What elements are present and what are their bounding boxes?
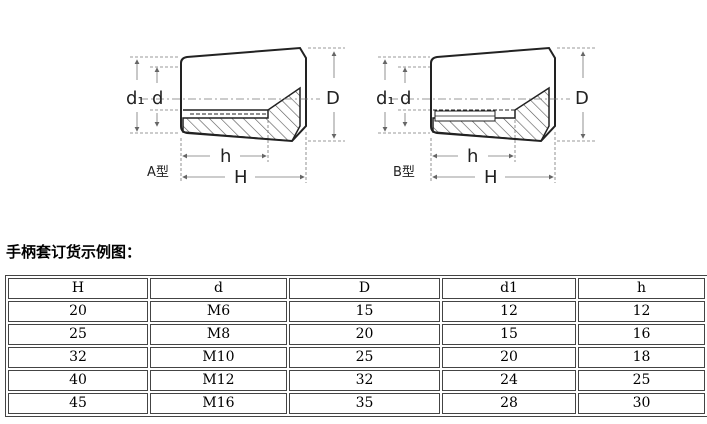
cell-d1: 15 — [442, 324, 576, 345]
table-header-row: H d D d1 h — [8, 278, 705, 299]
type-b-label-d1: d₁ — [376, 88, 395, 109]
type-a-label: A型 — [147, 165, 169, 180]
cell-D: 15 — [289, 301, 440, 322]
cell-H: 25 — [8, 324, 148, 345]
cell-d: M8 — [150, 324, 287, 345]
cell-h: 30 — [578, 393, 705, 414]
type-b-drawing: d₁ d D h H B型 — [376, 46, 595, 188]
header-H: H — [8, 278, 148, 299]
header-d: d — [150, 278, 287, 299]
cell-h: 18 — [578, 347, 705, 368]
table-row: 32 M10 25 20 18 — [8, 347, 705, 368]
table-row: 20 M6 15 12 12 — [8, 301, 705, 322]
cell-H: 20 — [8, 301, 148, 322]
type-a-outline — [180, 46, 307, 143]
type-b-label-H: H — [484, 167, 498, 188]
type-b-label: B型 — [393, 165, 415, 180]
type-b-label-h: h — [467, 146, 478, 167]
type-a-drawing: d₁ d D h H A型 — [126, 46, 345, 188]
cell-D: 20 — [289, 324, 440, 345]
header-D: D — [289, 278, 440, 299]
cell-d: M12 — [150, 370, 287, 391]
table-row: 45 M16 35 28 30 — [8, 393, 705, 414]
cell-d1: 28 — [442, 393, 576, 414]
cell-d1: 12 — [442, 301, 576, 322]
handle-sleeve-diagram: d₁ d D h H A型 — [126, 46, 595, 188]
type-a-label-d: d — [152, 88, 163, 109]
cell-d: M10 — [150, 347, 287, 368]
cell-D: 35 — [289, 393, 440, 414]
table-row: 40 M12 32 24 25 — [8, 370, 705, 391]
type-a-label-D: D — [326, 88, 340, 109]
type-a-label-d1: d₁ — [126, 88, 145, 109]
order-example-caption: 手柄套订货示例图： — [6, 243, 142, 261]
cell-h: 16 — [578, 324, 705, 345]
cell-h: 12 — [578, 301, 705, 322]
cell-d1: 20 — [442, 347, 576, 368]
cell-d: M6 — [150, 301, 287, 322]
type-b-outline — [430, 46, 556, 143]
cell-H: 32 — [8, 347, 148, 368]
type-b-label-D: D — [575, 88, 589, 109]
cell-h: 25 — [578, 370, 705, 391]
type-b-label-d: d — [400, 88, 411, 109]
cell-H: 40 — [8, 370, 148, 391]
cell-H: 45 — [8, 393, 148, 414]
cell-D: 32 — [289, 370, 440, 391]
cell-D: 25 — [289, 347, 440, 368]
header-h: h — [578, 278, 705, 299]
type-a-label-H: H — [234, 167, 248, 188]
dimension-table: H d D d1 h 20 M6 15 12 12 25 M8 20 15 16… — [5, 275, 707, 417]
cell-d1: 24 — [442, 370, 576, 391]
table-row: 25 M8 20 15 16 — [8, 324, 705, 345]
type-a-label-h: h — [220, 146, 231, 167]
cell-d: M16 — [150, 393, 287, 414]
header-d1: d1 — [442, 278, 576, 299]
